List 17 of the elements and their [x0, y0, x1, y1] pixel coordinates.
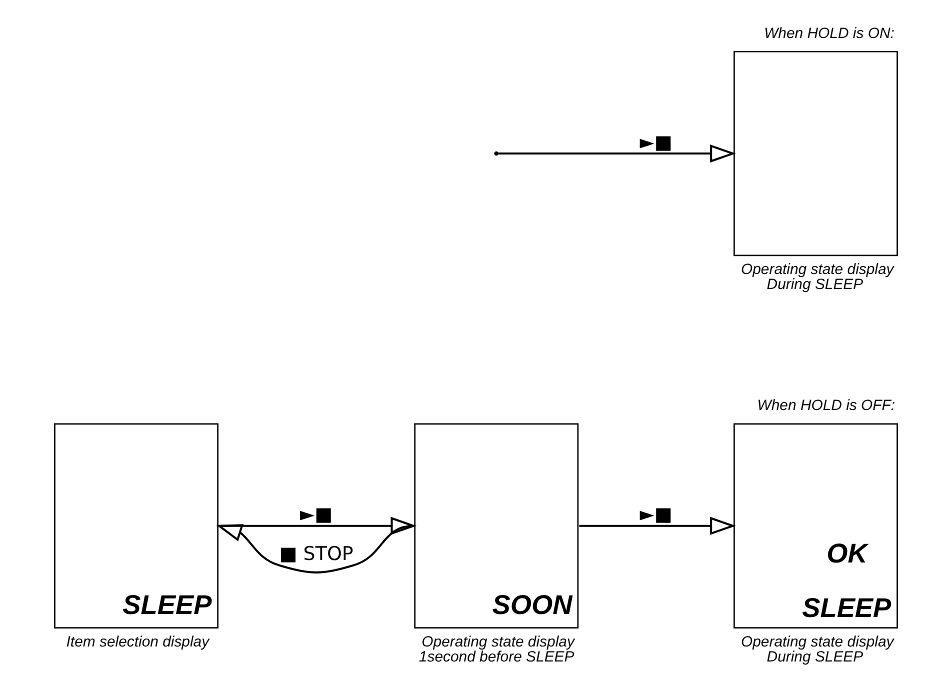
arrow — [498, 144, 736, 163]
node-label: When HOLD is ON: — [764, 24, 894, 42]
node-label: Operating state display During SLEEP — [740, 261, 894, 294]
arrow — [578, 516, 736, 535]
edge-label: ►■ — [639, 131, 672, 154]
edge-label: ►■ — [639, 504, 672, 526]
edge-label: ►■ — [300, 504, 332, 526]
node-box: SOON — [414, 423, 578, 628]
node-box: OK SLEEP — [733, 423, 898, 628]
node-label: Operating state display 1second before SLEEP — [418, 634, 574, 666]
node-label: When HOLD is OFF: — [756, 397, 895, 414]
edge-label: ■ STOP — [278, 543, 353, 566]
node-box — [733, 50, 898, 256]
arrow — [216, 524, 414, 574]
node-label: Operating state display During SLEEP — [740, 634, 894, 666]
node-label: Item selection display — [66, 634, 209, 651]
node-box: SLEEP — [54, 423, 218, 628]
